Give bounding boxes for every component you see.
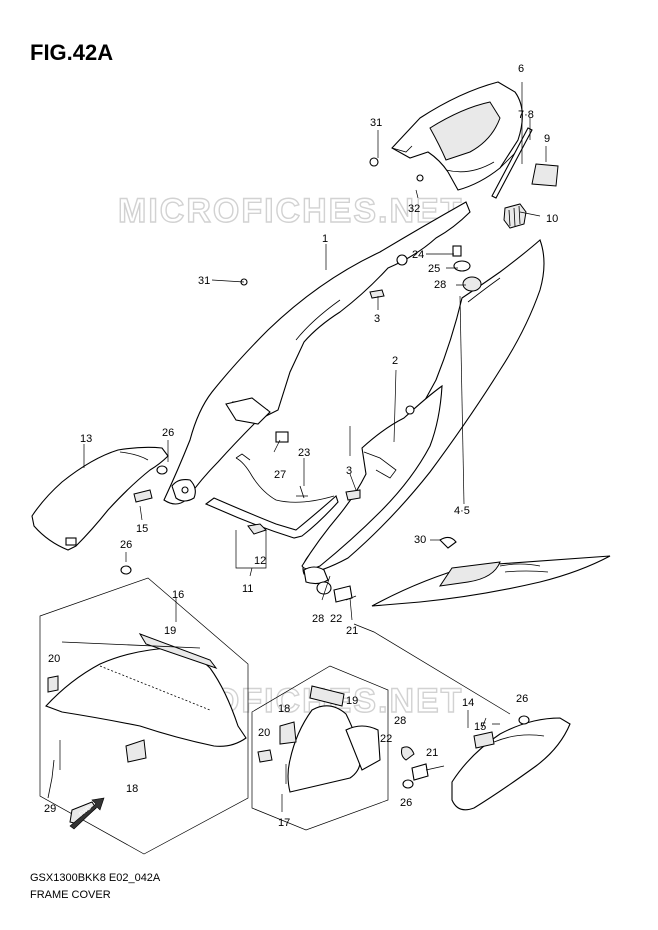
- frame-cover-left: [163, 201, 471, 505]
- callout-18-left: 18: [126, 783, 138, 795]
- lower-cover-group-16: [39, 577, 249, 855]
- callout-30: 30: [414, 534, 426, 546]
- model-code: GSX1300BKK8 E02_042A: [30, 872, 161, 884]
- figure-title: FIG.42A: [30, 40, 114, 65]
- callout-22-mid: 22: [330, 613, 342, 625]
- callout-9: 9: [544, 133, 550, 145]
- callout-21-bottom: 21: [426, 747, 438, 759]
- callout-14: 14: [462, 697, 474, 709]
- callout-15-right: 15: [474, 721, 486, 733]
- callout-18-center: 18: [278, 703, 290, 715]
- leader-lines: [59, 82, 547, 812]
- seat-tail-cowl: [391, 81, 523, 191]
- callout-19-center: 19: [346, 695, 358, 707]
- callout-3-mid: 3: [346, 465, 352, 477]
- frame-cover-inner-panel: [301, 384, 443, 585]
- callout-15-left: 15: [136, 523, 148, 535]
- callout-labels: 6 7·8 9 10 31 32 1 31 24 25 28 3 2 3 4·5…: [44, 63, 558, 829]
- callout-3-top: 3: [374, 313, 380, 325]
- callout-26-b: 26: [120, 539, 132, 551]
- callout-31-top: 31: [370, 117, 382, 129]
- callout-32: 32: [408, 203, 420, 215]
- callout-13: 13: [80, 433, 92, 445]
- callout-12: 12: [254, 555, 266, 567]
- callout-26-a: 26: [162, 427, 174, 439]
- callout-6: 6: [518, 63, 524, 75]
- callout-10: 10: [546, 213, 558, 225]
- callout-2: 2: [392, 355, 398, 367]
- callout-20-left: 20: [48, 653, 60, 665]
- callout-31-left: 31: [198, 275, 210, 287]
- callout-20-center: 20: [258, 727, 270, 739]
- callout-22-bottom: 22: [380, 733, 392, 745]
- callout-28-mid: 28: [312, 613, 324, 625]
- callout-28-top: 28: [434, 279, 446, 291]
- callout-28-bottom: 28: [394, 715, 406, 727]
- section-name: FRAME COVER: [30, 889, 111, 901]
- callout-27: 27: [274, 469, 286, 481]
- callout-17: 17: [278, 817, 290, 829]
- callout-7-8: 7·8: [518, 109, 534, 121]
- callout-16: 16: [172, 589, 184, 601]
- side-cover-small-left: [31, 446, 169, 551]
- watermark-top: MICROFICHES.NET: [118, 192, 463, 230]
- callout-25: 25: [428, 263, 440, 275]
- callout-21-mid: 21: [346, 625, 358, 637]
- callout-4-5: 4·5: [454, 505, 470, 517]
- side-decal: [371, 555, 611, 607]
- callout-29: 29: [44, 803, 56, 815]
- callout-26-c: 26: [400, 797, 412, 809]
- lower-cover-group-17: [251, 665, 389, 831]
- callout-19-left: 19: [164, 625, 176, 637]
- emblem-pad: [531, 163, 559, 187]
- callout-23: 23: [298, 447, 310, 459]
- frame-cover-bracket: [204, 453, 339, 539]
- callout-11: 11: [242, 583, 253, 595]
- side-cover-small-right: [451, 717, 571, 811]
- callout-26-d: 26: [516, 693, 528, 705]
- cushion-block: [503, 203, 527, 229]
- callout-24: 24: [412, 249, 424, 261]
- callout-1: 1: [322, 233, 328, 245]
